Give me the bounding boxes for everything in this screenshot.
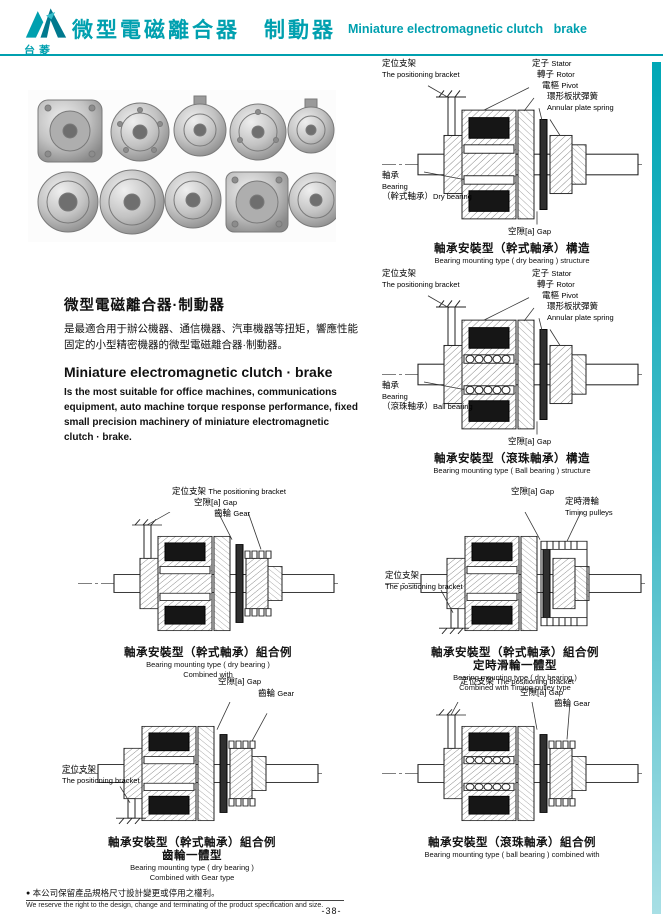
clutch-cross-section <box>62 702 322 825</box>
label-stator: 定子 Stator <box>532 58 572 68</box>
caption-en2: Combined with Gear type <box>149 872 235 882</box>
label-gap: 空隙[a] Gap <box>520 687 564 697</box>
page-title: 微型電磁離合器 制動器 Miniature electromagnetic cl… <box>72 14 587 44</box>
label-positioning-bracket: 定位支架 The positioning bracket <box>382 268 460 289</box>
label-positioning-bracket: 定位支架 The positioning bracket <box>382 58 460 79</box>
intro-heading-zh: 微型電磁離合器·制動器 <box>64 298 225 314</box>
intro-body-en: Is the most suitable for office machines… <box>64 386 358 443</box>
caption-en: Bearing mounting type ( dry bearing ) st… <box>434 256 590 266</box>
footer-note-en: We reserve the right to the design, chan… <box>26 902 324 909</box>
caption-en: Bearing mounting type ( dry bearing ) <box>453 673 577 683</box>
clutch-cross-section <box>382 85 642 225</box>
footer-note-zh: ● 本公司保留產品規格尺寸設計變更或停用之權利。 <box>26 888 220 898</box>
page-title-en: Miniature electromagnetic clutch brake <box>348 22 587 36</box>
caption-zh2: 齒輪一體型 <box>162 850 222 863</box>
diagram-combined-dry-bearing: 定位支架 The positioning bracket 空隙[a] Gap 齒… <box>78 486 338 679</box>
label-gap: 空隙[a] Gap <box>508 436 552 446</box>
label-positioning-bracket: 定位支架 The positioning bracket <box>460 676 574 686</box>
caption-zh: 軸承安裝型（滾珠軸承）組合例 <box>428 837 596 849</box>
diagram-combined-ball-bearing: 定位支架 The positioning bracket 空隙[a] Gap 齒… <box>382 676 642 860</box>
label-rotor: 轉子 Rotor <box>537 279 575 289</box>
label-gear: 齒輪 Gear <box>554 698 591 708</box>
product-photo <box>28 90 336 242</box>
footer: ● 本公司保留產品規格尺寸設計變更或停用之權利。 We reserve the … <box>26 887 344 909</box>
label-positioning-bracket: 定位支架 The positioning bracket <box>62 764 140 785</box>
label-timing-pulley: 定時滑輪 Timing pulleys <box>565 496 613 517</box>
caption-zh2: 定時滑輪一體型 <box>473 660 557 673</box>
page-number: -38- <box>321 906 342 916</box>
caption-en2: Combined with Timing pulley type <box>459 682 571 692</box>
intro-block: 微型電磁離合器·制動器 是最適合用于辦公機器、通信機器、汽車機器等扭矩，響應性能… <box>64 294 358 445</box>
header-rule <box>0 54 663 56</box>
diagram-structure-ball-bearing: 定位支架 The positioning bracket 定子 Stator 轉… <box>382 268 642 476</box>
caption-en: Bearing mounting type ( Ball bearing ) s… <box>433 466 591 476</box>
leader-lines <box>440 512 582 613</box>
caption-en2: Combined with <box>183 669 233 679</box>
caption-en: Bearing mounting type ( dry bearing ) <box>146 660 270 670</box>
clutch-cross-section <box>78 512 338 632</box>
label-gap: 空隙[a] Gap <box>218 676 262 686</box>
label-bearing-ball: 軸承 Bearing （滾珠軸承）Ball bearing <box>382 380 473 412</box>
caption-en: Bearing mounting type ( dry bearing ) <box>130 863 254 873</box>
label-armature: 電樞 Pivot <box>542 290 579 300</box>
label-positioning-bracket: 定位支架 The positioning bracket <box>385 570 463 591</box>
clutch-cross-section <box>385 512 645 635</box>
caption-zh: 軸承安裝型（幹式軸承）構造 <box>434 243 590 255</box>
diagram-structure-dry-bearing: 定位支架 The positioning bracket 定子 Stator 轉… <box>382 58 642 266</box>
bullet-icon: ● <box>26 890 31 897</box>
label-stator: 定子 Stator <box>532 268 572 278</box>
label-gear: 齒輪 Gear <box>214 508 251 518</box>
label-gap: 空隙[a] Gap <box>194 497 238 507</box>
label-armature: 電樞 Pivot <box>542 80 579 90</box>
label-bearing-dry: 軸承 Bearing （幹式軸承）Dry bearing <box>382 170 472 202</box>
label-rotor: 轉子 Rotor <box>537 69 575 79</box>
leader-lines <box>450 702 571 740</box>
intro-body-zh: 是最適合用于辦公機器、通信機器、汽車機器等扭矩，響應性能固定的小型精密機器的微型… <box>64 323 358 352</box>
clutch-cross-section <box>382 702 642 822</box>
caption-zh: 軸承安裝型（幹式軸承）組合例 <box>124 647 292 659</box>
caption-zh: 軸承安裝型（幹式軸承）組合例 <box>108 837 276 849</box>
page-title-zh: 微型電磁離合器 制動器 <box>72 19 336 42</box>
label-gap: 空隙[a] Gap <box>511 486 555 496</box>
brand-logo-icon <box>25 8 67 38</box>
footer-divider <box>26 900 344 901</box>
brand-name: 台菱 <box>24 45 54 57</box>
label-gear: 齒輪 Gear <box>258 688 295 698</box>
label-annular-spring: 環形板狀彈簧 Annular plate spring <box>547 91 614 112</box>
caption-en: Bearing mounting type ( ball bearing ) c… <box>424 850 600 860</box>
leader-lines <box>119 702 268 803</box>
diagram-combined-timing-pulley: 空隙[a] Gap 定時滑輪 Timing pulleys 定位支架 The p… <box>385 486 645 692</box>
intro-heading-en: Miniature electromagnetic clutch · brake <box>64 363 333 380</box>
diagram-combined-gear-type: 空隙[a] Gap 齒輪 Gear 定位支架 The positioning b… <box>62 676 322 882</box>
label-positioning-bracket: 定位支架 The positioning bracket <box>172 486 286 496</box>
leader-lines <box>423 85 561 225</box>
page-edge-accent <box>652 62 661 914</box>
label-annular-spring: 環形板狀彈簧 Annular plate spring <box>547 301 614 322</box>
leader-lines <box>146 512 262 550</box>
caption-zh: 軸承安裝型（幹式軸承）組合例 <box>431 647 599 659</box>
label-gap: 空隙[a] Gap <box>508 226 552 236</box>
timing-pulley <box>540 540 588 627</box>
clutch-cross-section <box>382 295 642 435</box>
leader-lines <box>423 295 561 435</box>
caption-zh: 軸承安裝型（滾珠軸承）構造 <box>434 453 590 465</box>
